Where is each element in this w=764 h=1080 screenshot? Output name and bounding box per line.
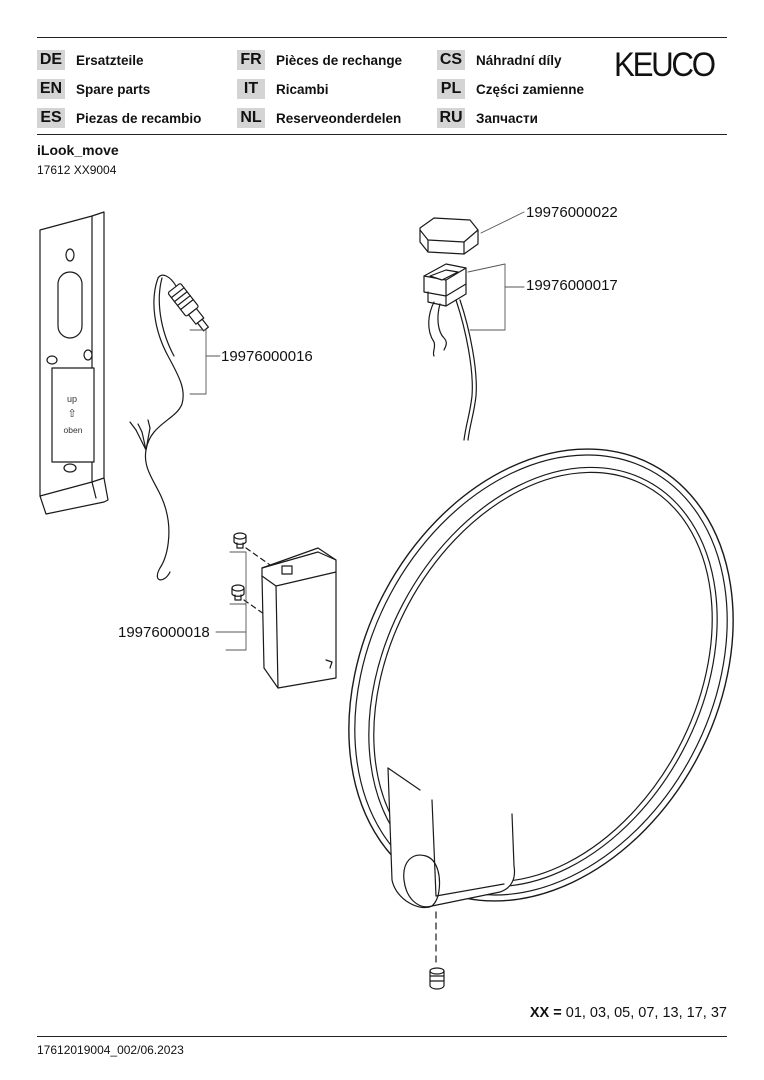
product-name: iLook_move bbox=[37, 142, 119, 158]
lang-fr: FR Pièces de rechange bbox=[237, 50, 402, 70]
screw-guide bbox=[243, 547, 281, 615]
lang-de: DE Ersatzteile bbox=[37, 50, 144, 70]
part-number-cable: 19976000016 bbox=[221, 348, 313, 365]
variant-codes: XX = 01, 03, 05, 07, 13, 17, 37 bbox=[530, 1005, 727, 1021]
driver-box-icon bbox=[261, 547, 337, 689]
plate-label-oben: oben bbox=[64, 425, 83, 435]
variant-values: 01, 03, 05, 07, 13, 17, 37 bbox=[565, 1005, 727, 1021]
lang-label: Reserveonderdelen bbox=[276, 110, 402, 126]
lang-es: ES Piezas de recambio bbox=[37, 108, 201, 128]
lang-cs: CS Náhradní díly bbox=[437, 50, 562, 70]
lang-pl: PL Części zamienne bbox=[437, 79, 584, 99]
lang-label: Ersatzteile bbox=[76, 52, 144, 68]
lang-code: RU bbox=[437, 108, 465, 128]
header-rule bbox=[37, 134, 727, 135]
lang-en: EN Spare parts bbox=[37, 79, 150, 99]
footer-rule bbox=[37, 1036, 727, 1037]
plate-label-up: up bbox=[67, 394, 77, 404]
lang-label: Piezas de recambio bbox=[76, 110, 202, 126]
part-number-cap: 19976000022 bbox=[526, 204, 618, 221]
lang-code: ES bbox=[37, 108, 65, 128]
screw-icon bbox=[231, 532, 247, 601]
lang-label: Pièces de rechange bbox=[276, 52, 403, 68]
lang-code: DE bbox=[37, 50, 65, 70]
switch-cap-icon bbox=[419, 217, 479, 255]
part-number-driver: 19976000018 bbox=[118, 624, 210, 641]
mirror-icon bbox=[348, 448, 734, 902]
lang-ru: RU Запчасти bbox=[437, 108, 538, 128]
connector-cable-icon bbox=[129, 274, 209, 581]
product-number: 17612 XX9004 bbox=[37, 163, 117, 177]
variant-prefix: XX = bbox=[529, 1005, 562, 1021]
rocker-switch-icon bbox=[423, 263, 477, 441]
part-number-switch: 19976000017 bbox=[526, 277, 618, 294]
lang-code: CS bbox=[437, 50, 465, 70]
lang-label: Spare parts bbox=[76, 81, 151, 97]
lang-code: IT bbox=[237, 79, 265, 99]
lang-label: Náhradní díly bbox=[476, 52, 562, 68]
lang-code: EN bbox=[37, 79, 65, 99]
wall-plate-icon bbox=[39, 211, 109, 515]
lang-code: NL bbox=[237, 108, 265, 128]
lang-it: IT Ricambi bbox=[237, 79, 329, 99]
lang-label: Części zamienne bbox=[476, 81, 585, 97]
plate-arrow: ⇧ bbox=[67, 407, 76, 420]
lang-code: PL bbox=[437, 79, 465, 99]
lang-label: Запчасти bbox=[476, 110, 538, 126]
document-id: 17612019004_002/06.2023 bbox=[37, 1043, 184, 1057]
grub-screw-icon bbox=[429, 967, 445, 990]
lang-code: FR bbox=[237, 50, 265, 70]
lang-label: Ricambi bbox=[276, 81, 329, 97]
brand-logo: KEUCO bbox=[614, 46, 716, 84]
top-rule bbox=[37, 37, 727, 38]
mirror-arm-icon bbox=[387, 767, 516, 909]
lang-nl: NL Reserveonderdelen bbox=[237, 108, 401, 128]
leader-lines bbox=[189, 211, 525, 651]
